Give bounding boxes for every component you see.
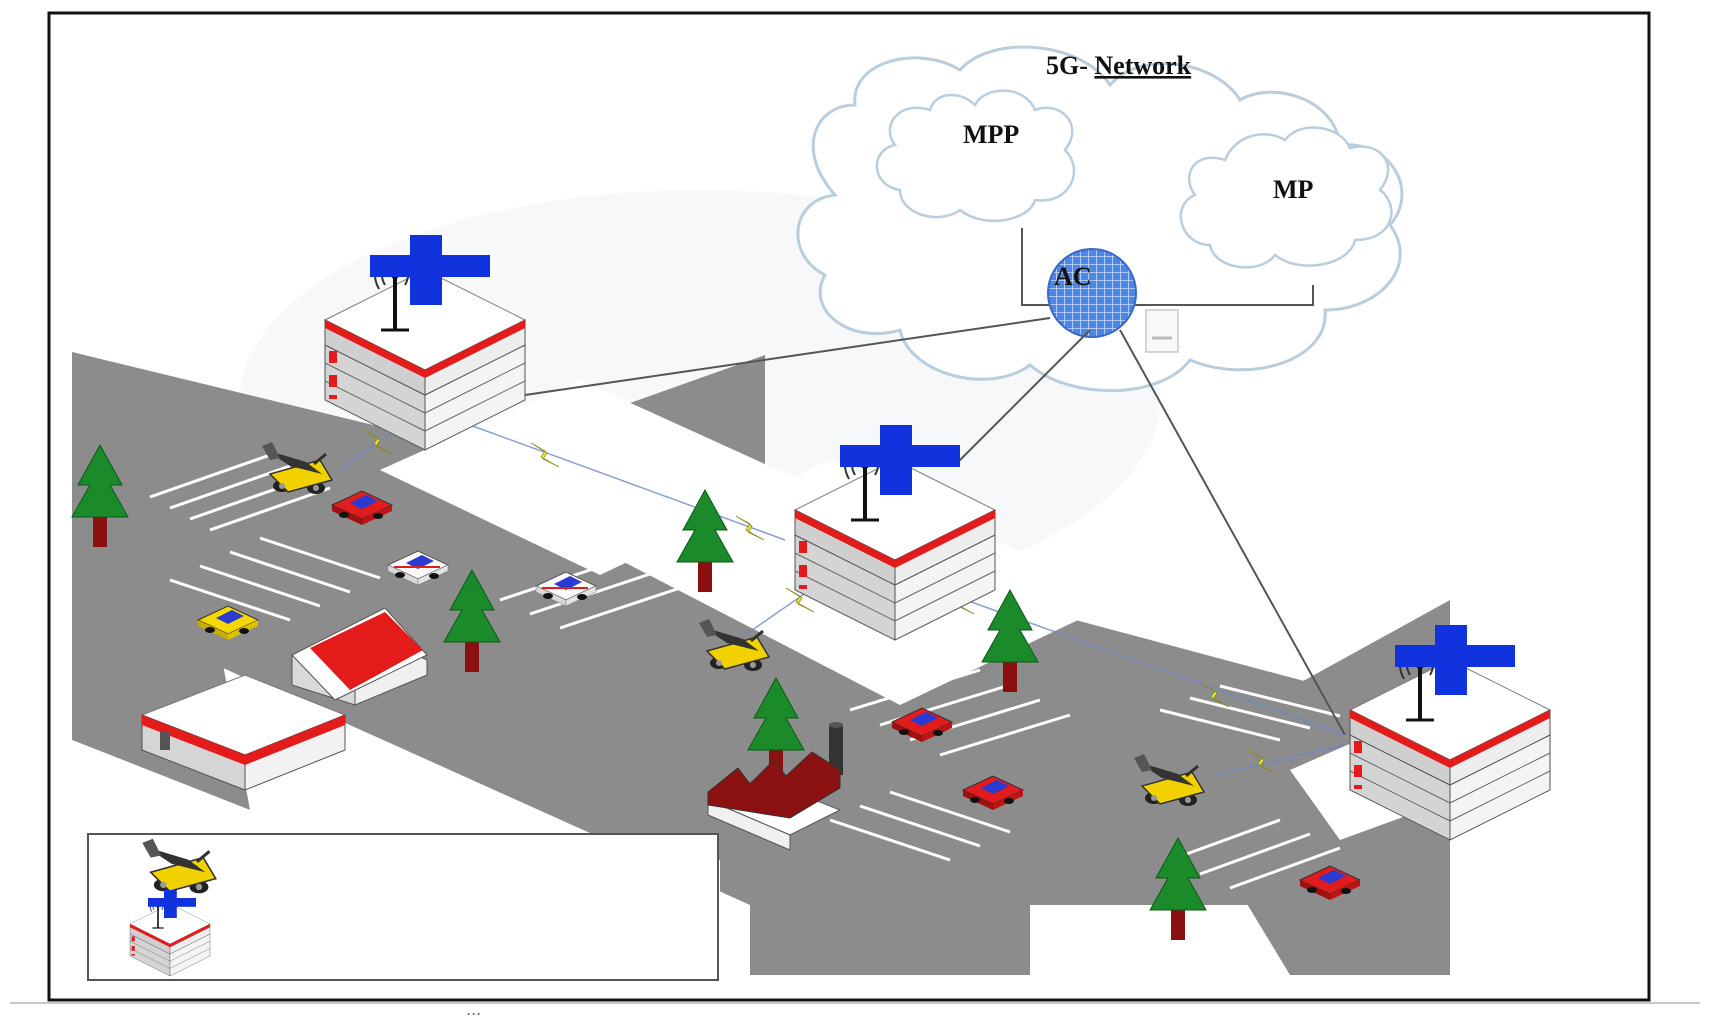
legend <box>87 833 719 981</box>
network-title: 5G- Network <box>1046 51 1192 80</box>
network-title-prefix: 5G- <box>1046 51 1094 80</box>
cloud-mp <box>1179 126 1393 269</box>
network-title-word: Network <box>1094 51 1191 80</box>
road-south-block <box>750 855 1030 975</box>
document-icon <box>1145 309 1179 353</box>
parking-stripes <box>149 442 1341 890</box>
mpp-label: MPP <box>963 120 1019 149</box>
mp-label: MP <box>1273 175 1314 204</box>
cloud-5g-network: 5G- Network MPP MP AC <box>796 45 1404 393</box>
shop-building-icon <box>140 674 347 791</box>
factory-icon <box>706 722 843 851</box>
house-icon <box>291 607 428 706</box>
network-links <box>524 317 1346 736</box>
footer-mark: ... <box>466 1000 481 1019</box>
ac-label: AC <box>1054 262 1092 291</box>
cloud-mpp <box>875 89 1076 223</box>
ac-globe-icon <box>1047 248 1137 338</box>
